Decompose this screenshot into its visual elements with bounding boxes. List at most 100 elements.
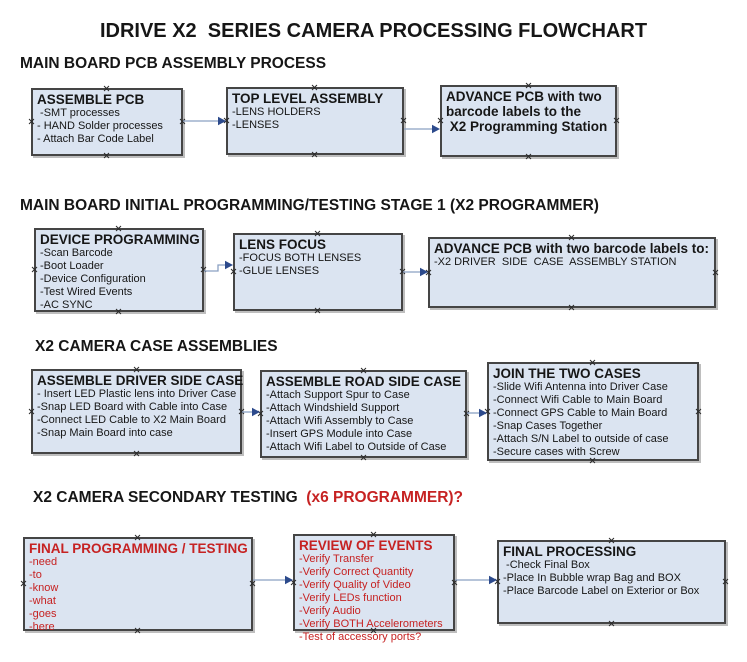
flow-box-advance-pcb-driver-side[interactable]: ADVANCE PCB with two barcode labels to: … [428,237,716,308]
box-lines: -Slide Wifi Antenna into Driver Case-Con… [493,381,695,459]
flow-box-assemble-road-side-case[interactable]: ASSEMBLE ROAD SIDE CASE -Attach Support … [260,370,467,458]
box-line: -Connect GPS Cable to Main Board [493,407,668,419]
connection-handle-icon [133,366,140,373]
flow-box-device-programming[interactable]: DEVICE PROGRAMMING -Scan Barcode-Boot Lo… [34,228,204,312]
box-line: -FOCUS BOTH LENSES [239,252,362,264]
box-line: -Place Barcode Label on Exterior or Box [503,585,700,597]
flow-connector-arrow[interactable] [242,405,260,419]
connection-handle-icon [360,367,367,374]
box-line: -Verify Correct Quantity [299,566,414,578]
box-title: ADVANCE PCB with two barcode labels to t… [446,89,608,134]
box-line: -what [29,595,56,607]
connection-handle-icon [20,580,27,587]
box-line: -goes [29,608,57,620]
box-line: -Attach Support Spur to Case [266,389,410,401]
box-line: -LENS HOLDERS [232,106,321,118]
box-line: -Insert GPS Module into Case [266,428,413,440]
box-title: DEVICE PROGRAMMING [40,232,200,247]
box-line: -to [29,569,42,581]
box-title: ADVANCE PCB with two barcode labels to: [434,241,710,256]
box-line: -Verify LEDs function [299,592,402,604]
box-line: -Secure cases with Screw [493,446,620,458]
connection-handle-icon [314,230,321,237]
page-title: IDRIVE X2 SERIES CAMERA PROCESSING FLOWC… [99,20,648,42]
flow-box-top-level-assembly[interactable]: TOP LEVEL ASSEMBLY -LENS HOLDERS-LENSES [226,87,404,155]
box-line: -SMT processes [37,107,120,119]
box-lines: -FOCUS BOTH LENSES-GLUE LENSES [239,252,399,278]
box-lines: -LENS HOLDERS-LENSES [232,106,400,132]
flow-connector-arrow[interactable] [455,573,497,587]
flow-box-assemble-pcb[interactable]: ASSEMBLE PCB -SMT processes- HAND Solder… [31,88,183,156]
connection-handle-icon [370,531,377,538]
flow-box-advance-pcb-programming-station[interactable]: ADVANCE PCB with two barcode labels to t… [440,85,617,157]
flow-connector-arrow[interactable] [404,122,440,136]
connection-handle-icon [608,537,615,544]
flow-connector-arrow[interactable] [204,258,233,274]
box-title: TOP LEVEL ASSEMBLY [232,91,384,106]
flow-connector-arrow[interactable] [403,265,428,279]
box-line: -Snap Main Board into case [37,427,173,439]
box-title: LENS FOCUS [239,237,327,252]
box-line: -Attach Wifi Assembly to Case [266,415,414,427]
flow-box-review-of-events[interactable]: REVIEW OF EVENTS -Verify Transfer-Verify… [293,531,455,643]
flow-connector-arrow[interactable] [467,406,487,420]
box-line: -LENSES [232,119,280,131]
connection-handle-icon [314,307,321,314]
connection-handle-icon [103,152,110,159]
box-line: -Verify BOTH Accelerometers [299,618,443,630]
section-heading-text: X2 CAMERA SECONDARY TESTING [33,489,298,506]
section-heading-case-assemblies: X2 CAMERA CASE ASSEMBLIES [35,338,278,355]
flow-box-join-the-two-cases[interactable]: JOIN THE TWO CASES -Slide Wifi Antenna i… [487,362,699,461]
flow-connector-arrow[interactable] [253,573,293,587]
section-heading-initial-programming: MAIN BOARD INITIAL PROGRAMMING/TESTING S… [20,197,599,214]
box-line: - HAND Solder processes [37,120,163,132]
box-line: - Attach Bar Code Label [37,133,154,145]
flow-box-assemble-driver-side-case[interactable]: ASSEMBLE DRIVER SIDE CASE - Insert LED P… [31,366,243,454]
box-title: FINAL PROCESSING [503,544,637,559]
connection-handle-icon [568,304,575,311]
section-heading-secondary-testing: X2 CAMERA SECONDARY TESTING (x6 PROGRAMM… [33,489,463,507]
box-line: -Verify Quality of Video [299,579,411,591]
connection-handle-icon [568,234,575,241]
flow-connector-arrow[interactable] [183,114,226,128]
box-line: -know [29,582,59,594]
box-line: -Attach Windshield Support [266,402,400,414]
box-line: -Test Wired Events [40,286,133,298]
connection-handle-icon [613,117,620,124]
box-lines: -need-to-know-what-goes-here [29,556,249,634]
box-line: -Boot Loader [40,260,104,272]
box-line: -Slide Wifi Antenna into Driver Case [493,381,668,393]
box-line: -Verify Audio [299,605,361,617]
box-line: -Check Final Box [503,559,590,571]
box-line: -here [29,621,55,633]
box-lines: -Check Final Box-Place In Bubble wrap Ba… [503,559,722,598]
flow-box-final-programming-testing[interactable]: FINAL PROGRAMMING / TESTING -need-to-kno… [20,534,253,634]
connection-handle-icon [311,84,318,91]
box-line: -Snap Cases Together [493,420,603,432]
box-lines: -Attach Support Spur to Case-Attach Wind… [266,389,463,454]
section-heading-red-text: (x6 PROGRAMMER)? [297,489,464,506]
box-line: -Device Configuration [40,273,146,285]
connection-handle-icon [311,151,318,158]
box-title: JOIN THE TWO CASES [493,366,641,381]
connection-handle-icon [712,269,719,276]
connection-handle-icon [525,82,532,89]
box-line: -X2 DRIVER SIDE CASE ASSEMBLY STATION [434,256,677,268]
box-title: ASSEMBLE PCB [37,92,145,107]
box-line: -AC SYNC [40,299,93,311]
connection-handle-icon [115,225,122,232]
box-lines: - Insert LED Plastic lens into Driver Ca… [37,388,238,440]
connection-handle-icon [722,578,729,585]
flow-box-final-processing[interactable]: FINAL PROCESSING -Check Final Box-Place … [497,540,726,624]
connection-handle-icon [134,534,141,541]
connection-handle-icon [28,118,35,125]
box-line: -Connect Wifi Cable to Main Board [493,394,663,406]
box-line: -Snap LED Board with Cable into Case [37,401,228,413]
box-line: -Place In Bubble wrap Bag and BOX [503,572,681,584]
box-line: -Attach Wifi Label to Outside of Case [266,441,447,453]
box-line: -Connect LED Cable to X2 Main Board [37,414,226,426]
flow-box-lens-focus[interactable]: LENS FOCUS -FOCUS BOTH LENSES-GLUE LENSE… [233,233,403,311]
section-heading-main-board-pcb: MAIN BOARD PCB ASSEMBLY PROCESS [20,55,327,72]
box-lines: -Verify Transfer-Verify Correct Quantity… [299,553,451,644]
